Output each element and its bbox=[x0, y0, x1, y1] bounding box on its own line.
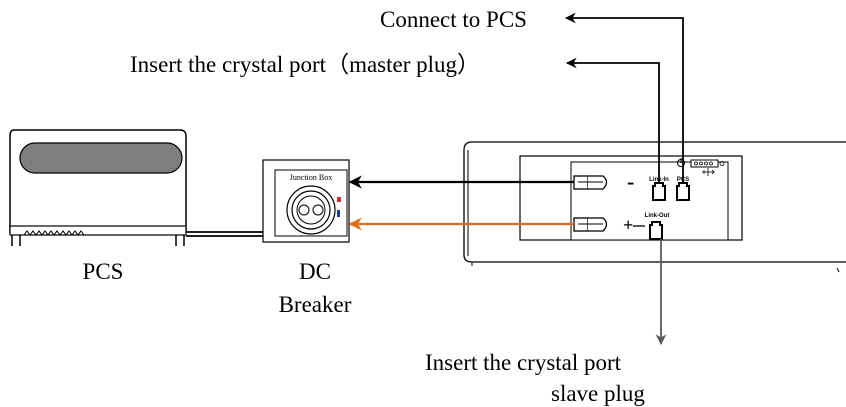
link-in-port bbox=[652, 182, 666, 201]
insert-slave-label-line2: slave plug bbox=[551, 381, 645, 406]
battery-module bbox=[463, 141, 846, 273]
link-out-label: Link-Out bbox=[645, 213, 670, 219]
power-icon bbox=[677, 158, 685, 167]
pcs-base bbox=[9, 225, 187, 236]
pcs-label: PCS bbox=[83, 259, 124, 284]
pcs-unit bbox=[9, 129, 187, 246]
dc-breaker-label-line2: Breaker bbox=[279, 292, 352, 317]
pcs-port bbox=[676, 182, 690, 201]
positive-marker bbox=[337, 197, 341, 202]
junction-box: Junction Box bbox=[262, 159, 350, 243]
negative-connector bbox=[573, 175, 608, 190]
insert-master-label: Insert the crystal port（master plug） bbox=[130, 52, 480, 77]
dip-switch-icon bbox=[690, 159, 725, 168]
dc-breaker-label-line1: DC bbox=[299, 259, 331, 284]
pcs-window bbox=[19, 142, 183, 174]
negative-marker bbox=[337, 210, 340, 217]
insert-slave-label-line1: Insert the crystal port bbox=[425, 350, 622, 375]
plus-sign: + bbox=[623, 215, 633, 235]
minus-sign: - bbox=[627, 169, 634, 194]
connect-pcs-label: Connect to PCS bbox=[380, 7, 527, 32]
positive-connector bbox=[573, 217, 608, 232]
junction-box-label: Junction Box bbox=[290, 173, 332, 182]
master-plug-arrow bbox=[565, 57, 660, 183]
link-out-port bbox=[649, 221, 663, 240]
usb-icon bbox=[702, 168, 715, 176]
pcs-vents bbox=[23, 230, 85, 236]
connect-pcs-arrow bbox=[564, 12, 684, 183]
